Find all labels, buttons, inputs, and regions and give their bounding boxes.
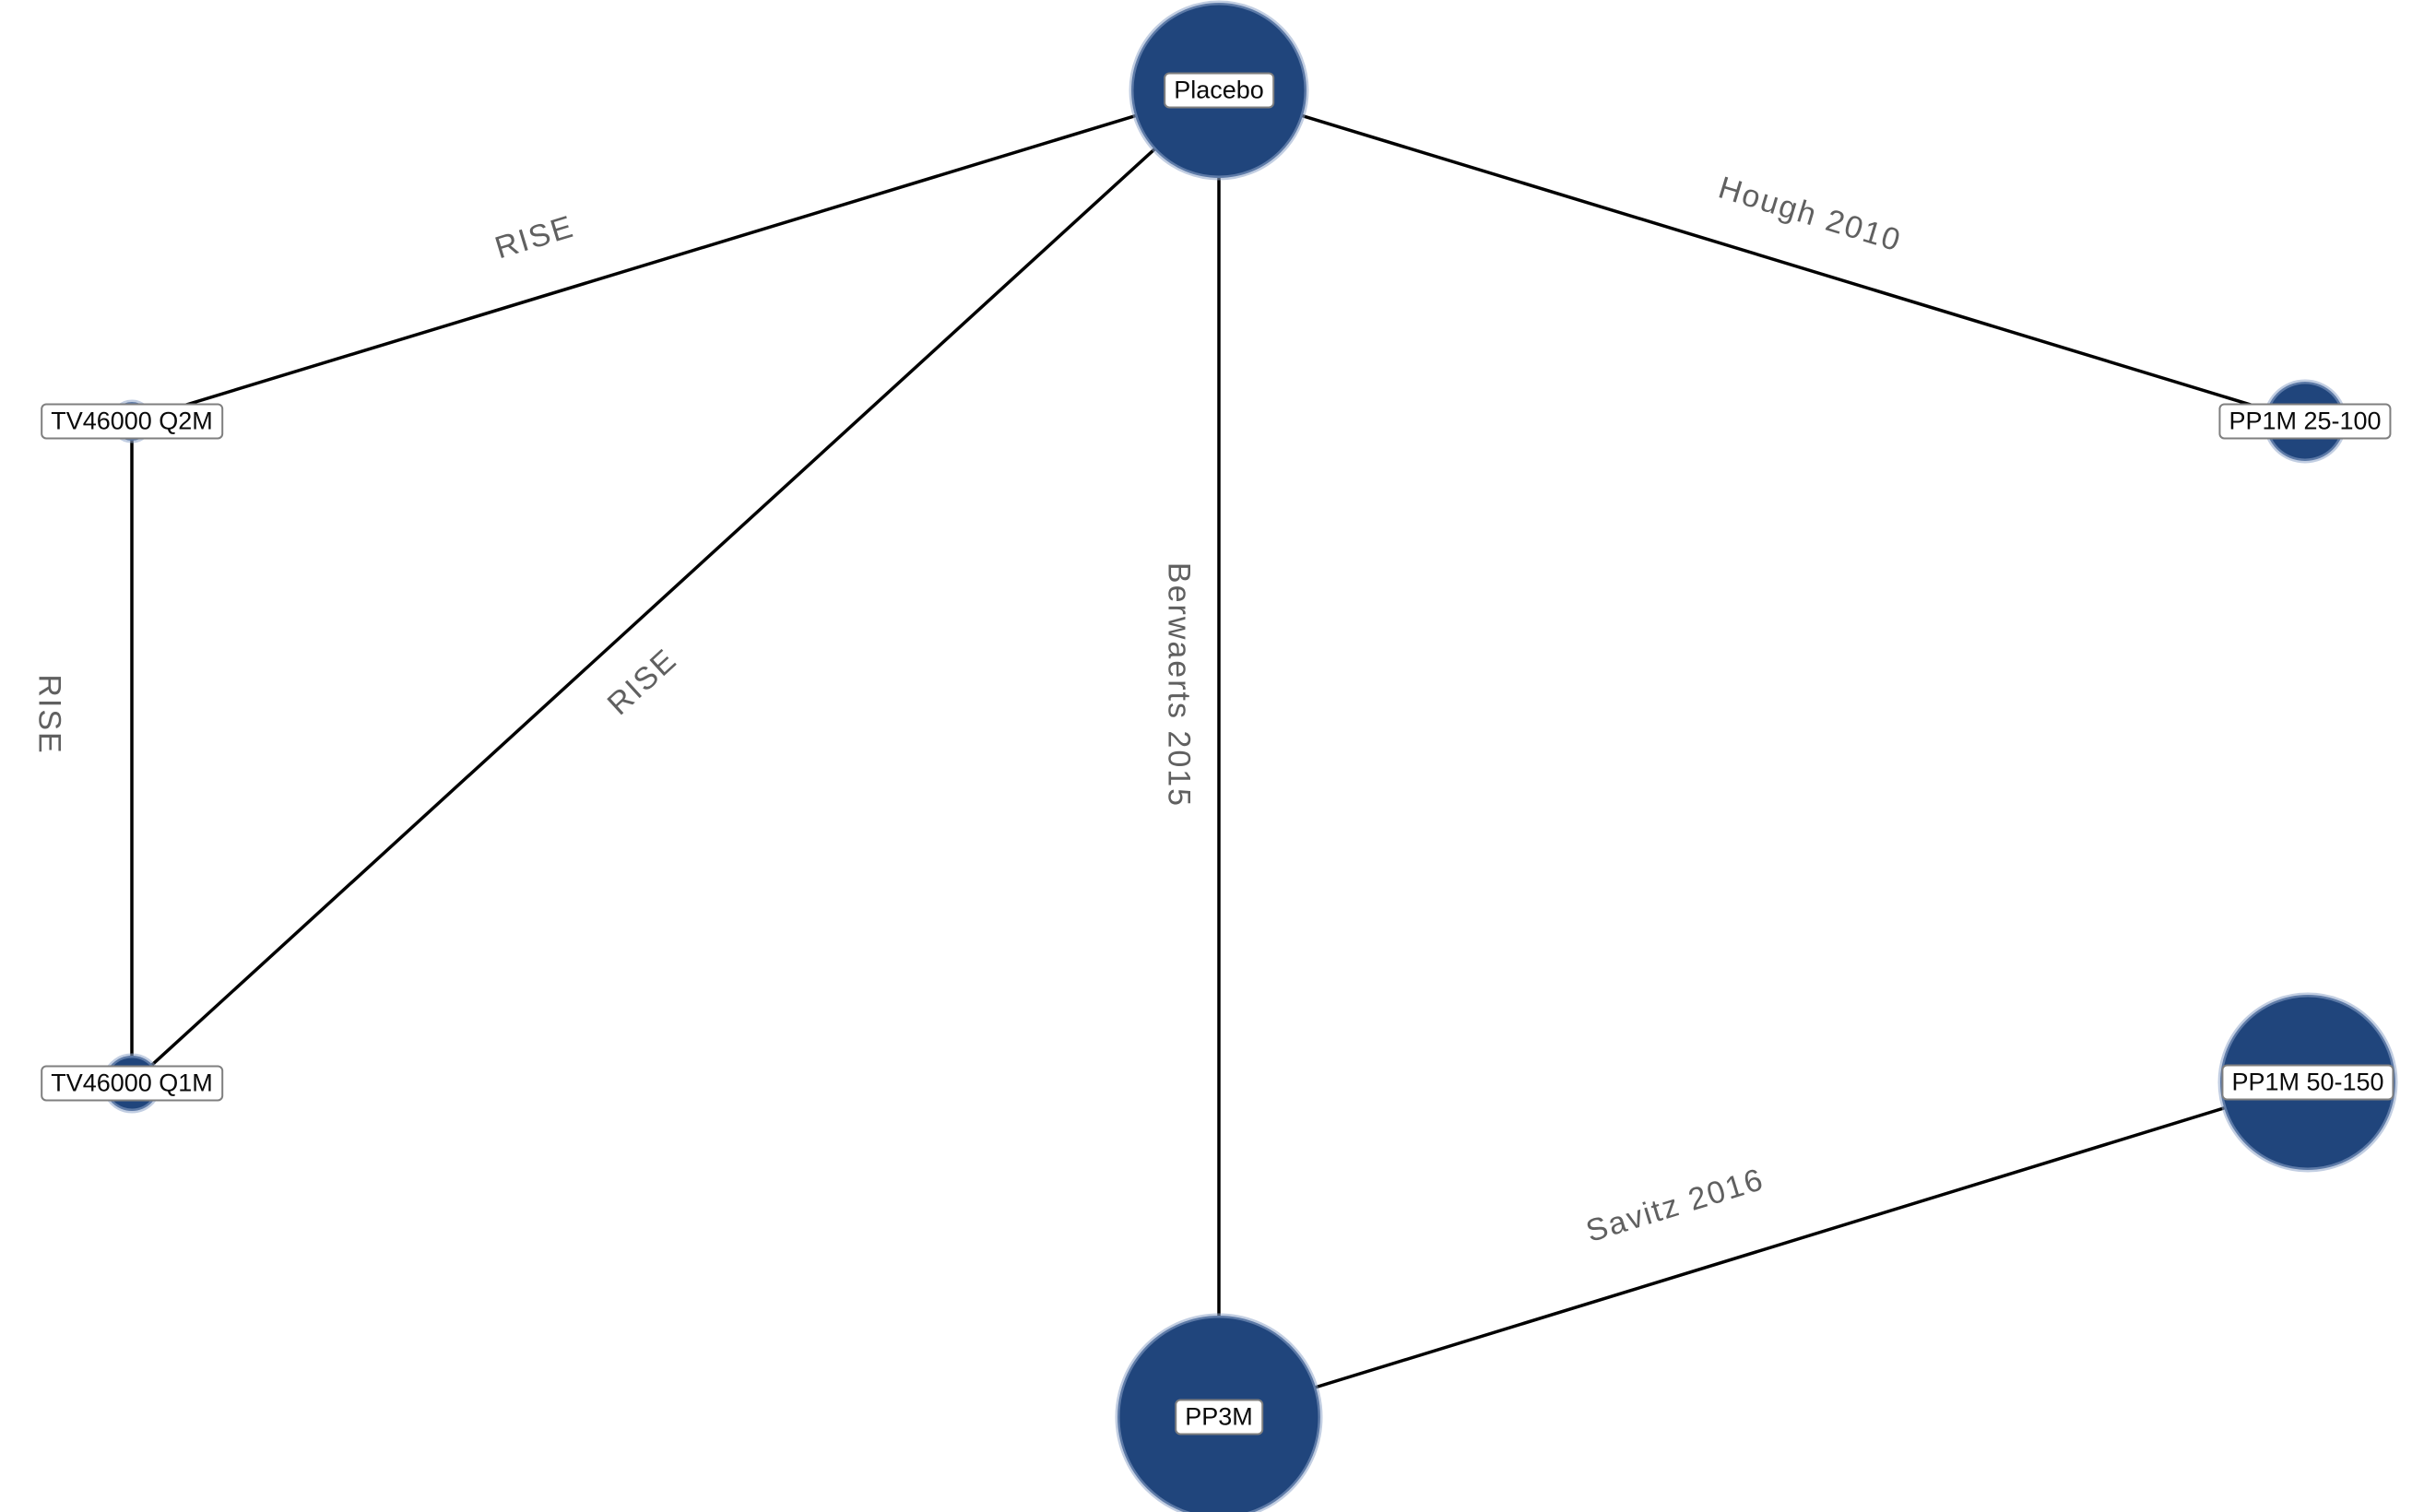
node-label-tv46000-q2m: TV46000 Q2M	[41, 403, 223, 440]
edge-label-placebo-pp3m: Berwaerts 2015	[1161, 561, 1197, 809]
edge-line-pp3m-pp1m-50-150	[1218, 1081, 2309, 1419]
node-label-pp1m-25-100: PP1M 25-100	[2218, 403, 2392, 440]
edge-line-placebo-pp1m-25-100	[1218, 89, 2306, 423]
node-label-pp1m-50-150: PP1M 50-150	[2221, 1064, 2394, 1101]
edge-line-tv46000-q1m-placebo	[130, 89, 1221, 1085]
edge-line-tv46000-q2m-placebo	[131, 89, 1220, 423]
edge-label-tv46000-q2m-tv46000-q1m: RISE	[31, 674, 67, 755]
node-label-placebo: Placebo	[1164, 72, 1274, 109]
node-label-tv46000-q1m: TV46000 Q1M	[41, 1065, 223, 1102]
node-label-pp3m: PP3M	[1175, 1399, 1263, 1435]
